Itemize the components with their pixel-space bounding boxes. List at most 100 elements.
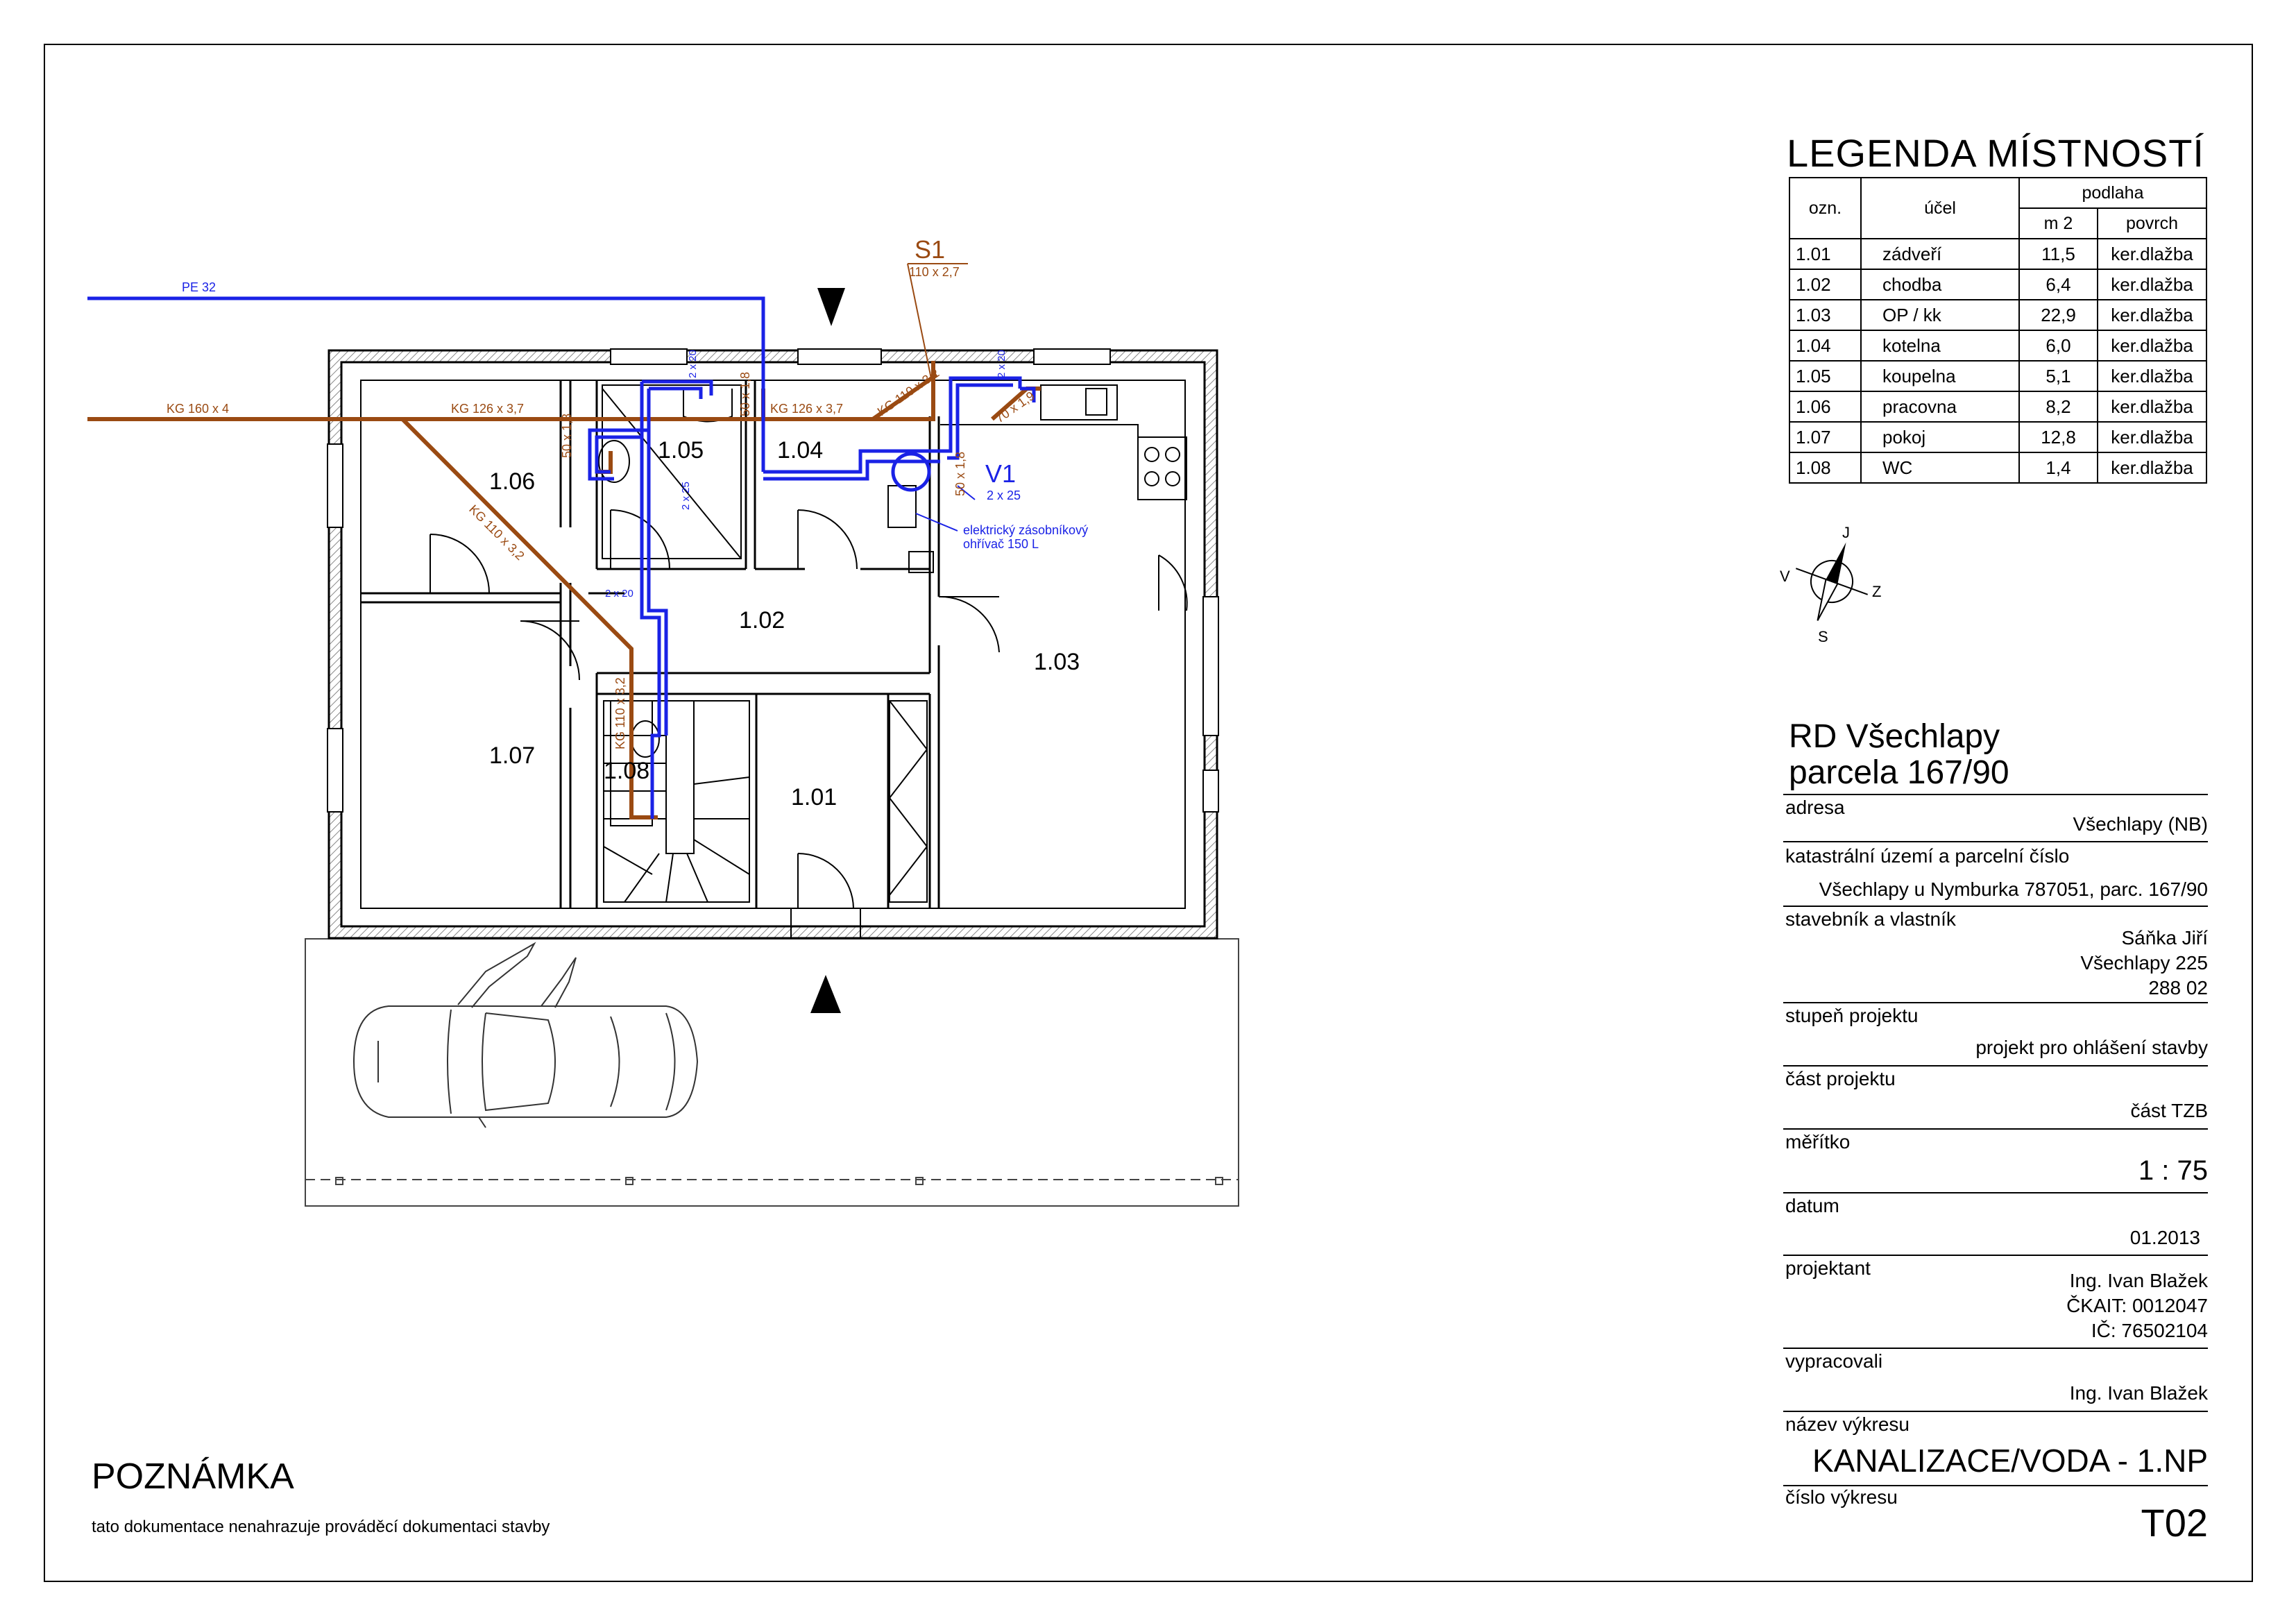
room-code: 1.03 (1789, 299, 1862, 331)
carport (305, 938, 1239, 1207)
table-row: 1.08 WC 1,4 ker.dlažba (1789, 452, 2207, 484)
designer-label: projektant (1785, 1257, 1871, 1279)
divider (1783, 1411, 2208, 1412)
project-parcel-line: parcela 167/90 (1789, 754, 2009, 791)
room-name: chodba (1860, 269, 2020, 300)
date-label: datum (1785, 1195, 1839, 1216)
part-value: část TZB (2130, 1100, 2208, 1121)
room-code: 1.01 (1789, 238, 1862, 270)
divider (1783, 1002, 2208, 1003)
owner-label: stavebník a vlastník (1785, 908, 1956, 930)
project-title: RD Všechlapy parcela 167/90 (1789, 719, 2009, 791)
cadastre-label: katastrální území a parcelní číslo (1785, 845, 2070, 867)
divider (1783, 841, 2208, 842)
note-title: POZNÁMKA (92, 1456, 294, 1497)
pipe-label: 50 x 1,8 (738, 372, 752, 416)
table-row: 1.05 koupelna 5,1 ker.dlažba (1789, 360, 2207, 392)
water-heater (891, 452, 976, 532)
room-label: 1.03 (1034, 649, 1080, 675)
room-code: 1.08 (1789, 452, 1862, 484)
room-labels: 1.01 1.02 1.03 1.04 1.05 1.06 1.07 1.08 (489, 437, 1080, 810)
legend-header-use: účel (1860, 177, 2020, 239)
pipe-label: KG 126 x 3,7 (451, 402, 524, 416)
room-label: 1.08 (604, 758, 649, 784)
compass-rose (1795, 542, 1869, 621)
table-row: 1.04 kotelna 6,0 ker.dlažba (1789, 330, 2207, 362)
address-value: Všechlapy (NB) (2073, 813, 2208, 835)
room-name: koupelna (1860, 360, 2020, 392)
stage-value: projekt pro ohlášení stavby (1975, 1037, 2208, 1058)
room-name: WC (1860, 452, 2020, 484)
divider (1783, 1128, 2208, 1130)
pipe-label: PE 32 (182, 280, 216, 294)
pipe-label: 2 x 20 (996, 350, 1007, 378)
sewer-label-leader (907, 263, 968, 389)
room-surface: ker.dlažba (2097, 330, 2207, 362)
pipe-dimension: 2 x 25 (987, 488, 1021, 502)
room-label: 1.07 (489, 742, 535, 769)
wardrobe (889, 700, 928, 903)
room-surface: ker.dlažba (2097, 269, 2207, 300)
house-walls (328, 349, 1218, 940)
drawing-name-value: KANALIZACE/VODA - 1.NP (1812, 1443, 2208, 1479)
scale-label: měřítko (1785, 1131, 1851, 1153)
room-area: 12,8 (2018, 421, 2098, 453)
section-arrows (810, 288, 845, 1013)
room-code: 1.02 (1789, 269, 1862, 300)
pipe-label: 50 x 1,8 (953, 452, 967, 496)
designer-name: Ing. Ivan Blažek (2069, 1270, 2208, 1291)
pipe-label: KG 110 x 3,2 (613, 677, 627, 749)
room-label: 1.01 (791, 784, 837, 810)
legend-header-code: ozn. (1789, 177, 1862, 239)
table-row: 1.01 zádveří 11,5 ker.dlažba (1789, 238, 2207, 270)
interior-walls (361, 380, 940, 908)
doors (430, 509, 1188, 938)
pipe-tag: S1 (915, 235, 945, 264)
drawing-number-value: T02 (2141, 1501, 2209, 1545)
drawing-name-label: název výkresu (1785, 1413, 1910, 1435)
pipe-label: KG 126 x 3,7 (770, 402, 843, 416)
table-row: 1.06 pracovna 8,2 ker.dlažba (1789, 391, 2207, 423)
room-code: 1.05 (1789, 360, 1862, 392)
pipe-label: 2 x 25 (680, 482, 692, 510)
divider (1783, 794, 2208, 795)
car-illustration (352, 942, 699, 1128)
pipe-label: 2 x 20 (605, 588, 633, 600)
legend-title: LEGENDA MÍSTNOSTÍ (1787, 131, 2204, 175)
note-text: tato dokumentace nenahrazuje prováděcí d… (92, 1518, 550, 1536)
room-area: 22,9 (2018, 299, 2098, 331)
table-row: 1.07 pokoj 12,8 ker.dlažba (1789, 421, 2207, 453)
room-label: 1.06 (489, 468, 535, 495)
compass-south-label: S (1818, 628, 1828, 645)
room-legend-table: ozn. účel podlaha m 2 povrch 1.01 zádveř… (1789, 177, 2207, 484)
water-main-line (87, 296, 765, 472)
room-area: 1,4 (2018, 452, 2098, 484)
compass-east-label: Z (1872, 583, 1881, 600)
room-name: zádveří (1860, 238, 2020, 270)
pipe-label: 2 x 20 (687, 350, 699, 378)
owner-name: Sáňka Jiří (2121, 927, 2209, 949)
table-row: 1.03 OP / kk 22,9 ker.dlažba (1789, 299, 2207, 331)
drawn-by-value: Ing. Ivan Blažek (2069, 1382, 2208, 1404)
legend-header-floor: podlaha (2018, 177, 2207, 209)
divider (1783, 1348, 2208, 1349)
room-area: 6,4 (2018, 269, 2098, 300)
designer-ic: IČ: 76502104 (2091, 1320, 2208, 1341)
pipe-tag: V1 (985, 459, 1016, 488)
drawing-number-label: číslo výkresu (1785, 1486, 1898, 1508)
pipe-dimension: 110 x 2,7 (909, 265, 960, 279)
room-surface: ker.dlažba (2097, 391, 2207, 423)
drawn-by-label: vypracovali (1785, 1350, 1883, 1372)
date-value: 01.2013 (2129, 1227, 2200, 1248)
room-code: 1.04 (1789, 330, 1862, 362)
room-name: OP / kk (1860, 299, 2020, 331)
sewer-branch-diagonal (400, 417, 658, 819)
water-pipes (87, 296, 1036, 819)
room-code: 1.07 (1789, 421, 1862, 453)
water-heater-label: ohřívač 150 L (963, 537, 1039, 551)
room-surface: ker.dlažba (2097, 299, 2207, 331)
scale-value: 1 : 75 (2138, 1155, 2208, 1186)
divider (1783, 1485, 2208, 1486)
